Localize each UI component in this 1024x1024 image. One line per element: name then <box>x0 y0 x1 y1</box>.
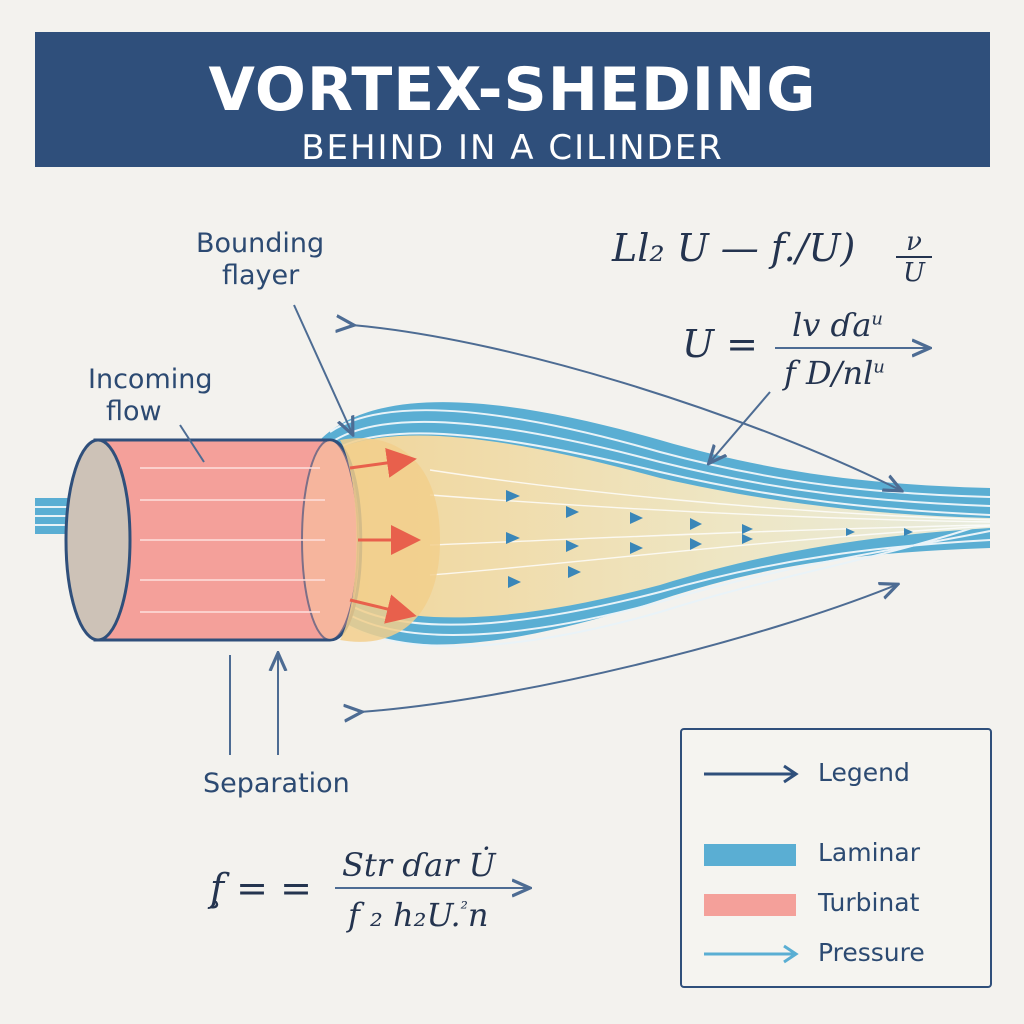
formula-top-fraction: ν U <box>896 228 932 288</box>
legend: Legend Laminar Turbinat Pressure <box>680 728 992 988</box>
annotation-arrows <box>179 304 928 888</box>
cylinder <box>64 438 363 642</box>
formula-top: Ll₂ U — f./U) <box>612 226 856 270</box>
title-banner: VORTEX-SHEDING BEHIND IN A CILINDER <box>35 32 990 167</box>
formula-bottom-numerator: Str ɗar U̇ <box>342 846 496 884</box>
formula-bottom-left: f̧ = = <box>210 866 312 910</box>
diagram-subtitle: BEHIND IN A CILINDER <box>301 128 724 168</box>
incoming-flow-label: Incoming flow <box>88 364 213 427</box>
navy-arrow-icon <box>704 764 799 784</box>
legend-item-legend: Legend <box>702 754 982 794</box>
legend-label-legend: Legend <box>818 758 910 787</box>
legend-label-laminar: Laminar <box>818 838 920 867</box>
turbinat-swatch-icon <box>704 894 796 916</box>
legend-item-turbinat: Turbinat <box>702 884 982 924</box>
legend-label-pressure: Pressure <box>818 938 925 967</box>
formula-middle-numerator: lv ɗau <box>792 306 883 344</box>
legend-item-laminar: Laminar <box>702 834 982 874</box>
blue-arrow-icon <box>704 944 799 964</box>
legend-item-pressure: Pressure <box>702 934 982 974</box>
laminar-swatch-icon <box>704 844 796 866</box>
separation-label: Separation <box>203 768 350 799</box>
formula-middle-left: U = <box>682 322 758 366</box>
formula-bottom-denominator: f ₂ h₂U.²n <box>348 896 489 934</box>
diagram-title: VORTEX-SHEDING <box>208 55 817 125</box>
legend-label-turbinat: Turbinat <box>818 888 920 917</box>
bounding-layer-label: Bounding flayer <box>196 228 325 291</box>
formula-middle-denominator: f D/nlu <box>784 354 885 392</box>
